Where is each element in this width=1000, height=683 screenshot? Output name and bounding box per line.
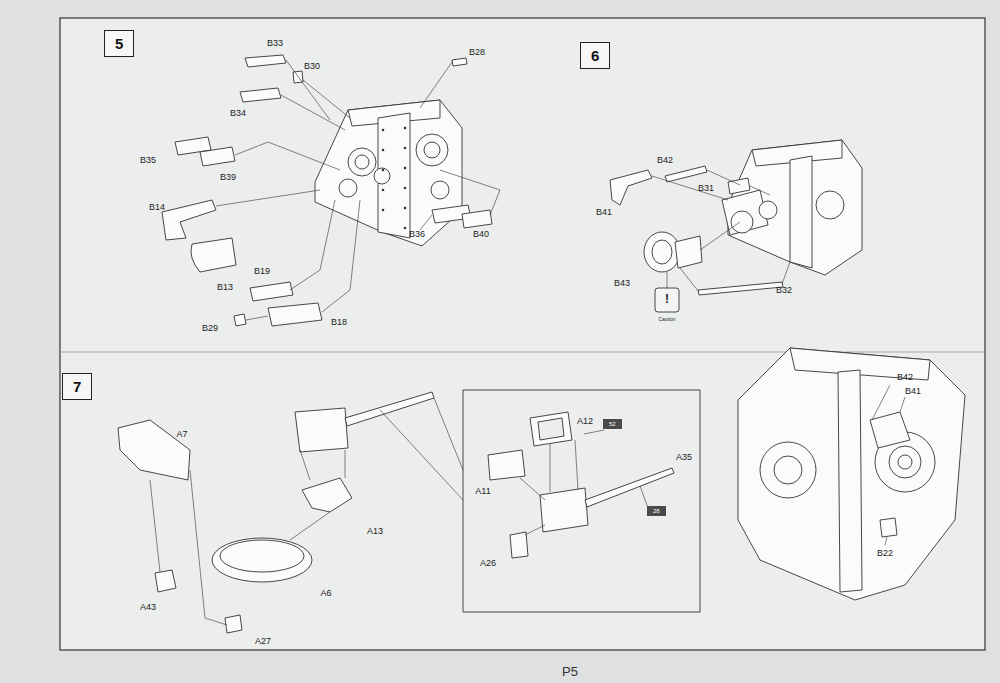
- step-number: 6: [580, 42, 610, 69]
- part-label: B18: [331, 318, 347, 327]
- part-label: A26: [480, 559, 496, 568]
- step-number-text: 6: [591, 48, 599, 63]
- page-number: P5: [562, 665, 578, 678]
- part-label: B39: [220, 173, 236, 182]
- part-label: B32: [776, 286, 792, 295]
- part-label: A13: [367, 527, 383, 536]
- step-number-text: 7: [73, 379, 81, 394]
- part-label: B41: [596, 208, 612, 217]
- part-label: A7: [176, 430, 187, 439]
- part-label: B22: [877, 549, 893, 558]
- part-label: B31: [698, 184, 714, 193]
- caution-note: Caution: [658, 317, 675, 322]
- part-label: A12: [577, 417, 593, 426]
- part-label: B30: [304, 62, 320, 71]
- caution-mark: !: [665, 293, 669, 305]
- part-label: B35: [140, 156, 156, 165]
- part-label: B29: [202, 324, 218, 333]
- part-label: B40: [473, 230, 489, 239]
- part-label: B43: [614, 279, 630, 288]
- step-number: 7: [62, 373, 92, 400]
- part-label: B41: [905, 387, 921, 396]
- paint-code-text: 52: [609, 421, 616, 427]
- part-label: B14: [149, 203, 165, 212]
- part-label: B33: [267, 39, 283, 48]
- part-label: B36: [409, 230, 425, 239]
- part-label: B13: [217, 283, 233, 292]
- step-number-text: 5: [115, 36, 123, 51]
- paint-code-text: 28: [653, 508, 660, 514]
- paint-code: 52: [603, 419, 622, 429]
- part-label: A27: [255, 637, 271, 646]
- part-label: B42: [657, 156, 673, 165]
- part-label: B34: [230, 109, 246, 118]
- part-label: B42: [897, 373, 913, 382]
- part-label: A35: [676, 453, 692, 462]
- part-label: A6: [320, 589, 331, 598]
- part-label: B28: [469, 48, 485, 57]
- step-number: 5: [104, 30, 134, 57]
- paint-code: 28: [647, 506, 666, 516]
- part-label: A11: [475, 487, 490, 496]
- part-label: B19: [254, 267, 270, 276]
- part-label: A43: [140, 603, 156, 612]
